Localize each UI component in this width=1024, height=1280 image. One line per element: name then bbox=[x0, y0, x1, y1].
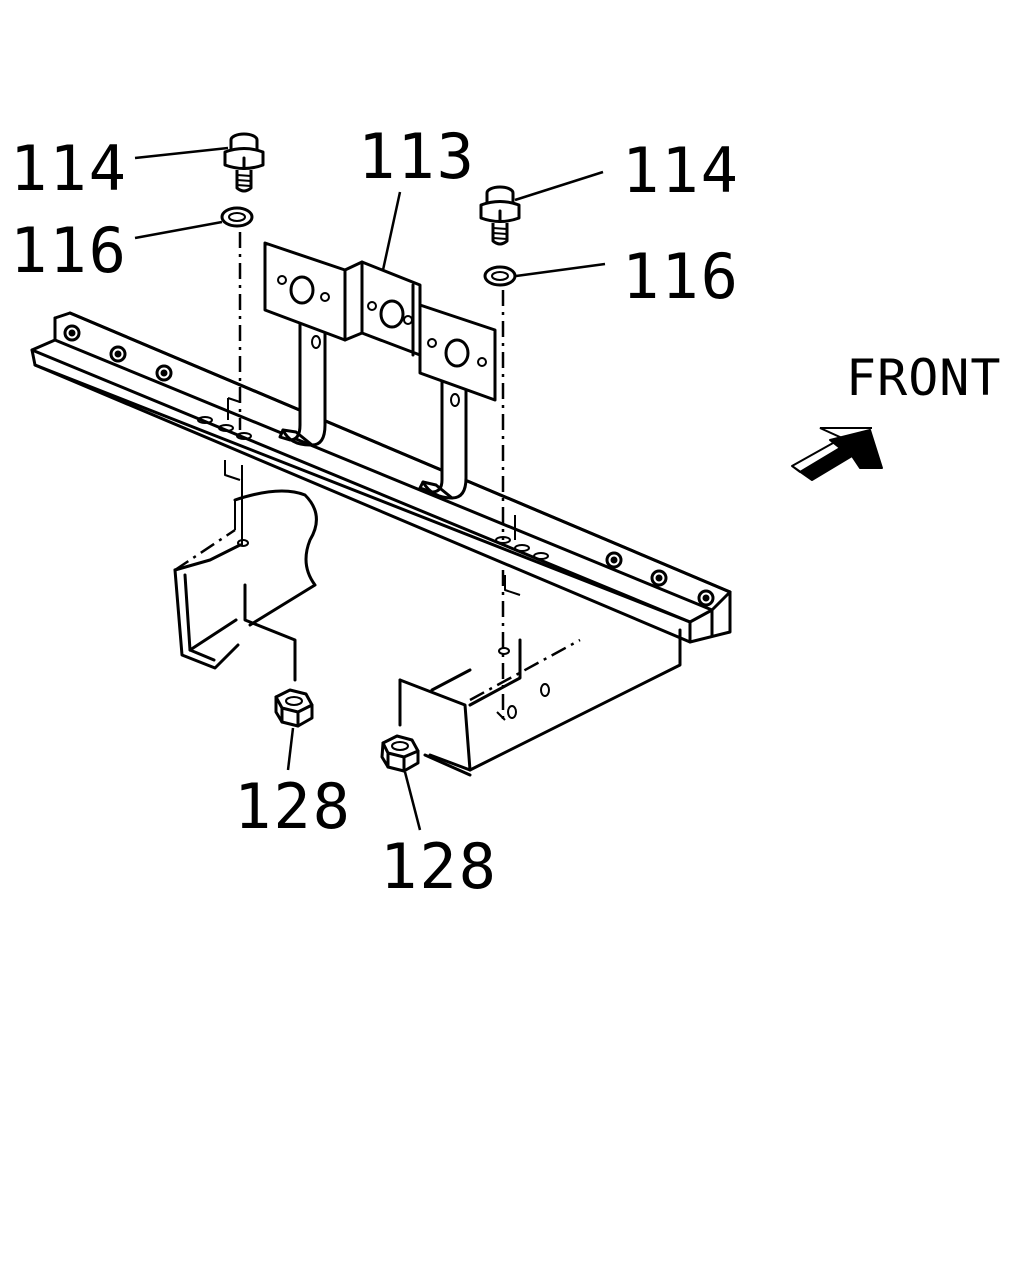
right-crossmember bbox=[398, 628, 682, 777]
callout-116-right: 116 bbox=[622, 240, 740, 313]
rail-holes bbox=[197, 416, 549, 560]
front-arrow-icon bbox=[791, 427, 883, 481]
rail-rivets bbox=[63, 324, 715, 607]
nut-right bbox=[380, 734, 420, 773]
callout-128-left: 128 bbox=[234, 770, 352, 843]
assembly-lines bbox=[237, 232, 510, 721]
nut-left bbox=[274, 688, 314, 728]
callout-113: 113 bbox=[358, 120, 476, 193]
callout-114-left: 114 bbox=[10, 132, 128, 205]
callout-128-right: 128 bbox=[380, 830, 498, 903]
bolt-right bbox=[479, 185, 521, 246]
bolt-left bbox=[223, 132, 265, 193]
bracket-113 bbox=[263, 241, 497, 500]
washer-right bbox=[483, 265, 517, 287]
front-label: FRONT bbox=[846, 349, 1002, 407]
callout-116-left: 116 bbox=[10, 214, 128, 287]
leader-lines bbox=[134, 146, 606, 831]
callout-114-right: 114 bbox=[622, 134, 740, 207]
washer-left bbox=[220, 206, 254, 228]
left-crossmember bbox=[173, 489, 318, 682]
frame-rail bbox=[30, 311, 732, 644]
